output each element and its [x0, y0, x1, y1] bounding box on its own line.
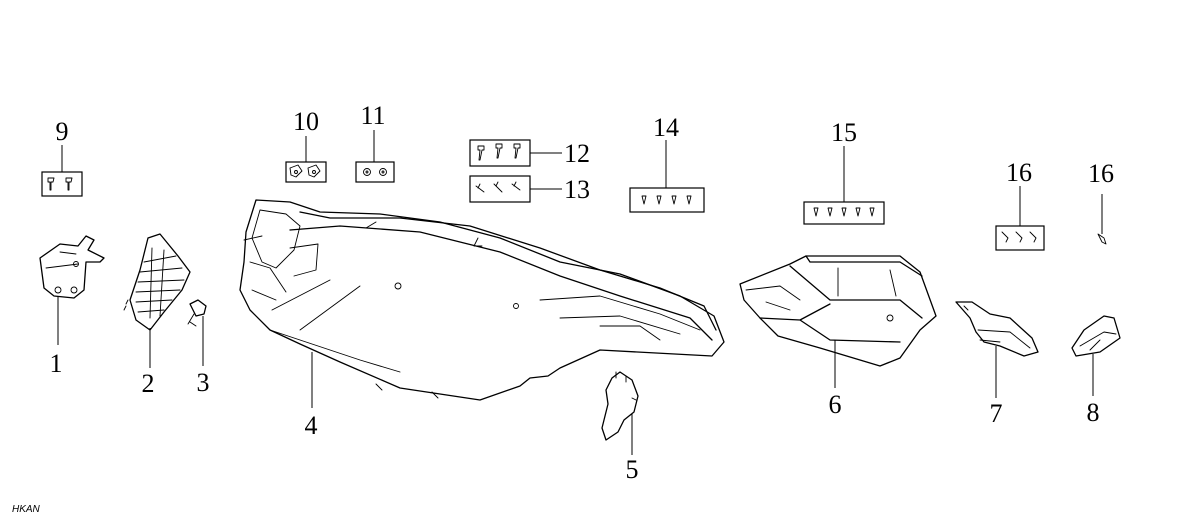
- part-10-nuts: [285, 136, 327, 183]
- callout-16-box: 16: [1006, 158, 1032, 187]
- part-7-latch: [955, 301, 1039, 398]
- callout-1: 1: [50, 349, 63, 378]
- part-16-fasteners-box: [995, 186, 1045, 251]
- callout-7: 7: [990, 399, 1003, 428]
- part-9-screws: [41, 145, 83, 197]
- part-6-storage-tray: [739, 255, 937, 388]
- callout-8: 8: [1087, 398, 1100, 427]
- part-11-washers: [355, 130, 395, 183]
- part-13-screws: [469, 175, 562, 203]
- callout-13: 13: [564, 175, 590, 204]
- part-4-inner-panel: [239, 199, 725, 408]
- part-8-clip: [1071, 315, 1121, 396]
- callout-4: 4: [305, 411, 318, 440]
- part-14-screws: [629, 140, 705, 213]
- part-15-screws: [803, 146, 885, 225]
- footer-code: HKAN: [12, 504, 41, 515]
- callout-6: 6: [829, 390, 842, 419]
- callout-14: 14: [653, 113, 679, 142]
- callout-12: 12: [564, 139, 590, 168]
- callout-5: 5: [626, 455, 639, 484]
- callout-11: 11: [360, 101, 385, 130]
- part-2-louver-cover: [123, 233, 191, 368]
- part-16-fastener-single: [1097, 194, 1107, 245]
- callout-10: 10: [293, 107, 319, 136]
- callout-2: 2: [142, 369, 155, 398]
- callout-16-single: 16: [1088, 159, 1114, 188]
- part-1-bracket: [39, 235, 105, 345]
- callout-3: 3: [197, 368, 210, 397]
- callout-9: 9: [56, 117, 69, 146]
- part-12-bolts: [469, 139, 562, 167]
- part-5-bracket: [601, 371, 639, 455]
- callout-15: 15: [831, 118, 857, 147]
- part-3-clip: [187, 299, 207, 366]
